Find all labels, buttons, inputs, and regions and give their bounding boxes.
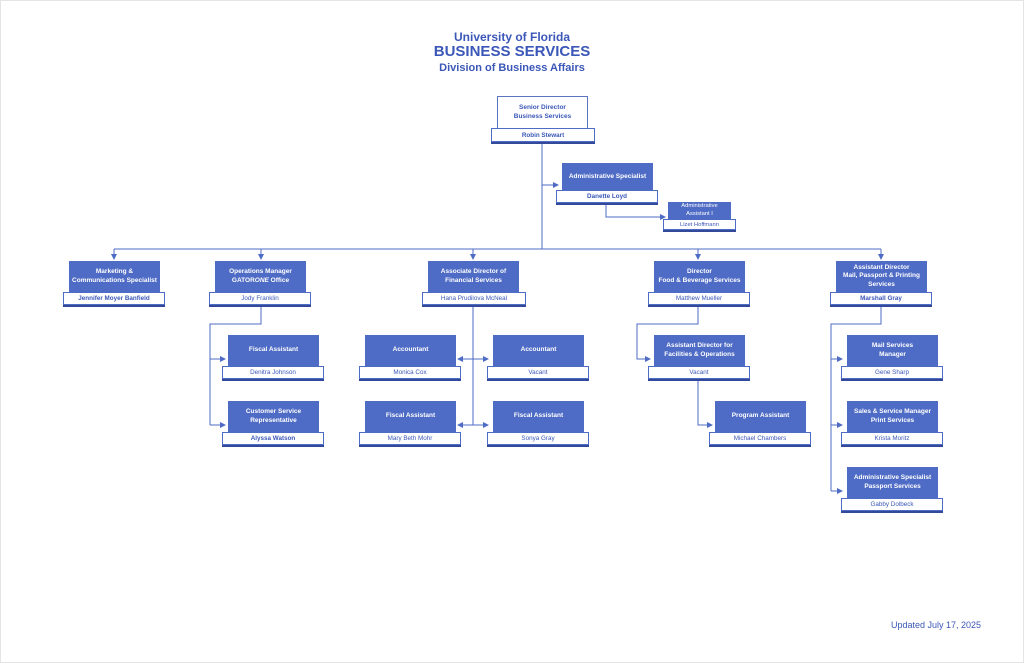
- mail-services-manager-title-text: Mail Services Manager: [871, 342, 914, 358]
- director-food-title-text: Director Food & Beverage Services: [658, 268, 741, 284]
- admin-specialist-passport-title: Administrative Specialist Passport Servi…: [847, 467, 938, 498]
- department-title: BUSINESS SERVICES: [433, 43, 591, 60]
- admin-specialist-passport-name: Gabby Dolbeck: [841, 498, 943, 511]
- marketing-title: Marketing & Communications Specialist: [69, 261, 160, 292]
- sales-service-manager-title: Sales & Service Manager Print Services: [847, 401, 938, 432]
- ops-customer-service-title-text: Customer Service Representative: [245, 408, 302, 424]
- assoc-director-finance-name: Hana Prudilova McNeal: [422, 292, 526, 305]
- fin-fiscal-assistant-1-title-text: Fiscal Assistant: [385, 412, 436, 420]
- admin-specialist-title-text: Administrative Specialist: [568, 172, 647, 180]
- admin-specialist-title: Administrative Specialist: [562, 163, 653, 191]
- ops-manager-name: Jody Franklin: [209, 292, 311, 305]
- admin-specialist-name: Danette Loyd: [556, 190, 658, 203]
- marketing-name: Jennifer Moyer Banfield: [63, 292, 165, 305]
- mail-services-manager-title: Mail Services Manager: [847, 335, 938, 366]
- fin-fiscal-assistant-2-title: Fiscal Assistant: [493, 401, 584, 432]
- ops-manager-title-text: Operations Manager GATORONE Office: [229, 268, 292, 285]
- university-title: University of Florida: [453, 30, 571, 44]
- accountant-1-title: Accountant: [365, 335, 456, 366]
- assoc-director-finance-title: Associate Director of Financial Services: [428, 261, 519, 292]
- senior-director-name: Robin Stewart: [491, 128, 595, 142]
- mail-services-manager-name: Gene Sharp: [841, 366, 943, 379]
- accountant-2-name: Vacant: [487, 366, 589, 379]
- fin-fiscal-assistant-2-title-text: Fiscal Assistant: [513, 412, 564, 420]
- sales-service-manager-title-text: Sales & Service Manager Print Services: [854, 408, 931, 424]
- accountant-2-title-text: Accountant: [520, 346, 557, 354]
- ops-customer-service-title: Customer Service Representative: [228, 401, 319, 432]
- ops-manager-title-line2-pre: GATOR: [231, 276, 255, 284]
- ops-manager-title-line2-em: ONE: [254, 276, 269, 284]
- division-title: Division of Business Affairs: [439, 62, 585, 74]
- marketing-title-text: Marketing & Communications Specialist: [72, 268, 157, 284]
- assoc-director-finance-title-text: Associate Director of Financial Services: [440, 268, 507, 284]
- director-food-title: Director Food & Beverage Services: [654, 261, 745, 292]
- senior-director-title-text: Senior Director Business Services: [513, 104, 572, 120]
- ops-manager-title-line2-post: Office: [268, 276, 290, 284]
- ops-fiscal-assistant-title: Fiscal Assistant: [228, 335, 319, 366]
- fin-fiscal-assistant-1-name: Mary Beth Mohr: [359, 432, 461, 445]
- fin-fiscal-assistant-2-name: Sonya Gray: [487, 432, 589, 445]
- accountant-2-title: Accountant: [493, 335, 584, 366]
- program-assistant-name: Michael Chambers: [709, 432, 811, 445]
- asst-director-facilities-title: Assistant Director for Facilities & Oper…: [654, 335, 745, 366]
- admin-assistant-name: Lizet Hoffmann: [663, 219, 736, 230]
- asst-director-mail-title: Assistant Director Mail, Passport & Prin…: [836, 261, 927, 292]
- ops-manager-title-line1: Operations Manager: [229, 268, 292, 276]
- ops-manager-title: Operations Manager GATORONE Office: [215, 261, 306, 292]
- ops-fiscal-assistant-name: Denitra Johnson: [222, 366, 324, 379]
- updated-date: Updated July 17, 2025: [891, 620, 982, 630]
- sales-service-manager-name: Krista Moritz: [841, 432, 943, 445]
- asst-director-mail-name: Marshall Gray: [830, 292, 932, 305]
- asst-director-mail-title-text: Assistant Director Mail, Passport & Prin…: [843, 263, 920, 288]
- asst-director-facilities-title-text: Assistant Director for Facilities & Oper…: [664, 342, 735, 358]
- accountant-1-name: Monica Cox: [359, 366, 461, 379]
- admin-assistant-title-text: Administrative Assistant I: [681, 203, 718, 217]
- fin-fiscal-assistant-1-title: Fiscal Assistant: [365, 401, 456, 432]
- asst-director-facilities-name: Vacant: [648, 366, 750, 379]
- ops-customer-service-name: Alyssa Watson: [222, 432, 324, 445]
- admin-specialist-passport-title-text: Administrative Specialist Passport Servi…: [853, 474, 932, 490]
- director-food-name: Matthew Mueller: [648, 292, 750, 305]
- ops-fiscal-assistant-title-text: Fiscal Assistant: [248, 346, 299, 354]
- senior-director-title: Senior Director Business Services: [497, 96, 588, 129]
- admin-assistant-title: Administrative Assistant I: [668, 202, 731, 220]
- accountant-1-title-text: Accountant: [392, 346, 429, 354]
- program-assistant-title: Program Assistant: [715, 401, 806, 432]
- program-assistant-title-text: Program Assistant: [731, 412, 790, 420]
